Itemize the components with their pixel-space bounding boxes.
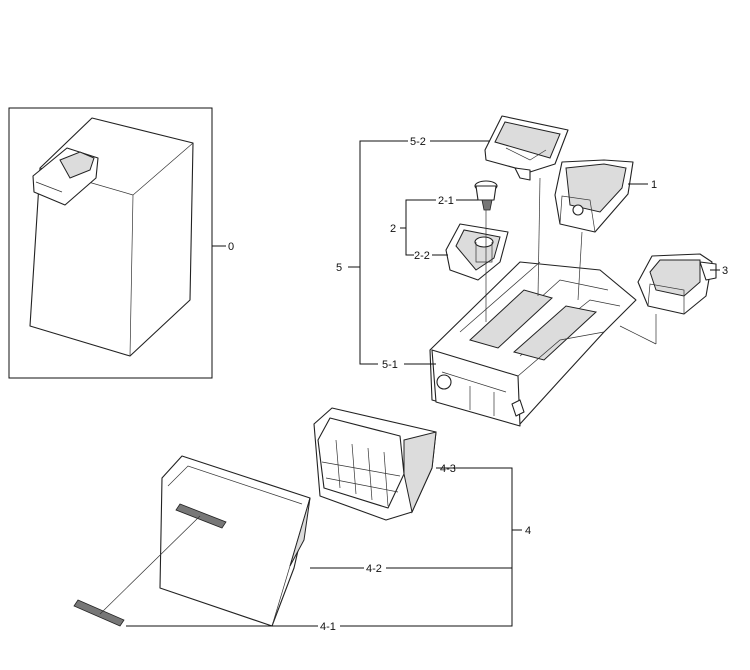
assembly-overview-0 (8, 107, 226, 379)
label-4-1: 4-1 (320, 621, 336, 633)
part-5-2 (484, 115, 569, 181)
label-2-2: 2-2 (414, 250, 430, 262)
label-2-1: 2-1 (438, 195, 454, 207)
front-panel-4-2 (159, 455, 311, 627)
label-4-3: 4-3 (440, 463, 456, 475)
part-3 (637, 253, 720, 315)
label-5-2: 5-2 (410, 136, 426, 148)
callout-labels: 0 1 2 2-1 2-2 3 4 4-1 4-2 4-3 5 5-1 5-2 (228, 136, 728, 633)
part-2-1 (474, 180, 498, 211)
part-5-1 (429, 261, 637, 427)
decal-lower (73, 599, 125, 627)
part-4-2 (159, 455, 311, 627)
part-4-3 (313, 407, 437, 521)
part-1 (554, 159, 648, 233)
label-1: 1 (651, 179, 657, 191)
label-5-1: 5-1 (382, 359, 398, 371)
decal-upper (175, 503, 227, 529)
label-3: 3 (722, 265, 728, 277)
overview-frame (8, 107, 213, 379)
label-0: 0 (228, 241, 234, 253)
part-2-2 (445, 223, 509, 281)
label-4: 4 (525, 525, 531, 537)
part-4-1 (73, 503, 227, 627)
label-5: 5 (336, 262, 342, 274)
leader-lines (126, 140, 657, 627)
label-4-2: 4-2 (366, 563, 382, 575)
washer-body (29, 117, 194, 357)
label-2: 2 (390, 223, 396, 235)
